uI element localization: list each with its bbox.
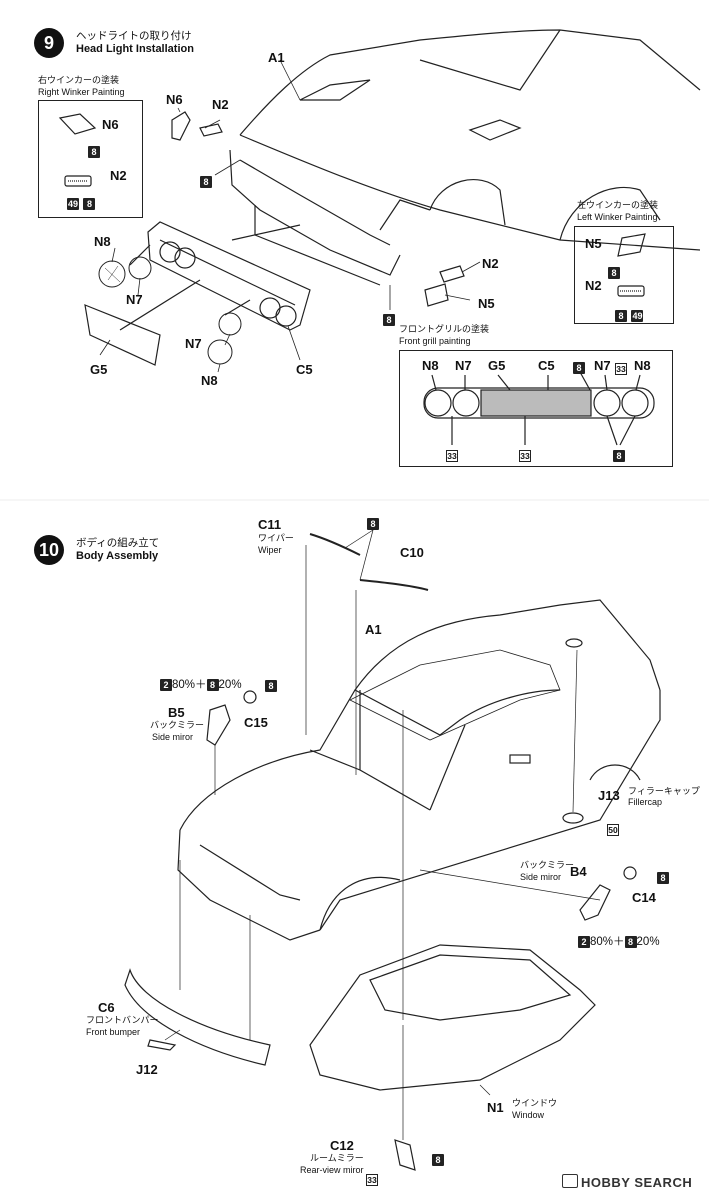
- color-code-8: 8: [200, 172, 212, 190]
- label-n6: N6: [166, 92, 183, 107]
- right-winker-box: [38, 100, 143, 218]
- grill-painting-box: [399, 350, 673, 467]
- color-code-8: 8: [657, 868, 669, 886]
- grill-label-n7: N7: [455, 358, 472, 373]
- label-n8: N8: [94, 234, 111, 249]
- color-code-33: 33: [519, 450, 531, 462]
- step9-number: 9: [34, 28, 64, 58]
- label-c11-en: Wiper: [258, 545, 282, 555]
- label-b5-jp: バックミラー: [150, 720, 205, 730]
- grill-label-c5: C5: [538, 358, 555, 373]
- label-c12-jp: ルームミラー: [310, 1153, 364, 1163]
- label-g5: G5: [90, 362, 108, 377]
- grill-title-en: Front grill painting: [399, 336, 471, 346]
- label-j13-en: Fillercap: [628, 797, 663, 807]
- label-c6-en: Front bumper: [86, 1027, 141, 1037]
- label-n8-lower: N8: [201, 373, 218, 388]
- color-codes: 8 49: [615, 306, 644, 324]
- label-c12-en: Rear-view miror: [300, 1165, 364, 1175]
- step9-title-en: Head Light Installation: [76, 43, 194, 55]
- label-b4: B4: [570, 864, 587, 879]
- watermark-logo-icon: [562, 1174, 578, 1188]
- left-winker-title-en: Left Winker Painting: [577, 212, 658, 222]
- color-code-8: 8: [88, 142, 100, 160]
- step10-car-body-drawing: [177, 599, 661, 941]
- label-c15: C15: [244, 715, 268, 730]
- step10-title-en: Body Assembly: [76, 550, 159, 562]
- label-n2-box-left: N2: [585, 278, 602, 293]
- color-code-8: 8: [613, 446, 625, 464]
- label-c6: C6: [98, 1000, 115, 1015]
- label-n5: N5: [478, 296, 495, 311]
- color-code-8: 8: [573, 358, 585, 376]
- label-c5: C5: [296, 362, 313, 377]
- label-c10: C10: [400, 545, 424, 560]
- c6-bumper-drawing: [124, 968, 271, 1066]
- watermark: HOBBY SEARCH: [562, 1174, 692, 1190]
- label-c12: C12: [330, 1138, 354, 1153]
- grill-label-n8: N8: [422, 358, 439, 373]
- label-n7-lower: N7: [185, 336, 202, 351]
- color-codes: 49 8: [67, 194, 96, 212]
- n1-window-drawing: [309, 944, 596, 1091]
- label-n1-jp: ウインドウ: [512, 1098, 558, 1108]
- right-winker-title-en: Right Winker Painting: [38, 87, 125, 97]
- b4-mirror-drawing: [579, 884, 611, 921]
- label-n2: N2: [212, 97, 229, 112]
- color-code-8: 8: [432, 1150, 444, 1168]
- label-n2-box: N2: [110, 168, 127, 183]
- label-b4-en: Side miror: [520, 872, 562, 882]
- b5-mirror-drawing: [206, 704, 231, 746]
- label-n1-en: Window: [512, 1110, 545, 1120]
- color-code-33: 33: [446, 450, 458, 462]
- grill-label-g5: G5: [488, 358, 506, 373]
- label-c11: C11: [258, 517, 282, 532]
- grill-label-n7-right: N7: [594, 358, 611, 373]
- label-j12: J12: [136, 1062, 158, 1077]
- n2-part-right-drawing: [439, 265, 465, 283]
- label-a1-body: A1: [365, 622, 382, 637]
- right-winker-title-jp: 右ウインカーの塗装: [38, 75, 120, 85]
- left-winker-box: [574, 226, 674, 324]
- n2-part-drawing: [199, 123, 223, 137]
- step9-car-front-drawing: [229, 29, 701, 286]
- label-a1: A1: [268, 50, 285, 65]
- left-winker-title-jp: 左ウインカーの塗装: [577, 200, 659, 210]
- label-b4-jp: バックミラー: [520, 860, 575, 870]
- color-code-33: 33: [615, 363, 627, 375]
- label-n2-right: N2: [482, 256, 499, 271]
- color-code-8: 8: [367, 514, 379, 532]
- label-j13: J13: [598, 788, 620, 803]
- label-c14: C14: [632, 890, 656, 905]
- step10-number: 10: [34, 535, 64, 565]
- label-n7: N7: [126, 292, 143, 307]
- grill-label-n8-right: N8: [634, 358, 651, 373]
- color-code-50: 50: [607, 824, 619, 836]
- label-n6-box: N6: [102, 117, 119, 132]
- label-c11-jp: ワイパー: [258, 533, 294, 543]
- step9-lenses-drawing: [98, 256, 242, 365]
- grill-painting-drawing: [423, 371, 655, 446]
- color-code-8: 8: [265, 676, 277, 694]
- n6-part-drawing: [171, 111, 191, 141]
- color-code-33: 33: [366, 1174, 378, 1186]
- step9-grille-drawing: [119, 221, 311, 331]
- n5-part-drawing: [424, 283, 449, 307]
- step10-title-jp: ボディの組み立て: [76, 537, 160, 549]
- color-code-8: 8: [383, 310, 395, 328]
- label-b5-en: Side miror: [152, 732, 194, 742]
- step9-title-jp: ヘッドライトの取り付け: [76, 30, 192, 42]
- label-n5-box: N5: [585, 236, 602, 251]
- label-b5: B5: [168, 705, 185, 720]
- grill-title-jp: フロントグリルの塗装: [399, 324, 490, 334]
- label-c6-jp: フロントバンパー: [86, 1015, 159, 1025]
- label-j13-jp: フィラーキャップ: [628, 786, 700, 796]
- label-n1: N1: [487, 1100, 504, 1115]
- g5-part-drawing: [84, 304, 161, 366]
- color-code-8: 8: [608, 263, 620, 281]
